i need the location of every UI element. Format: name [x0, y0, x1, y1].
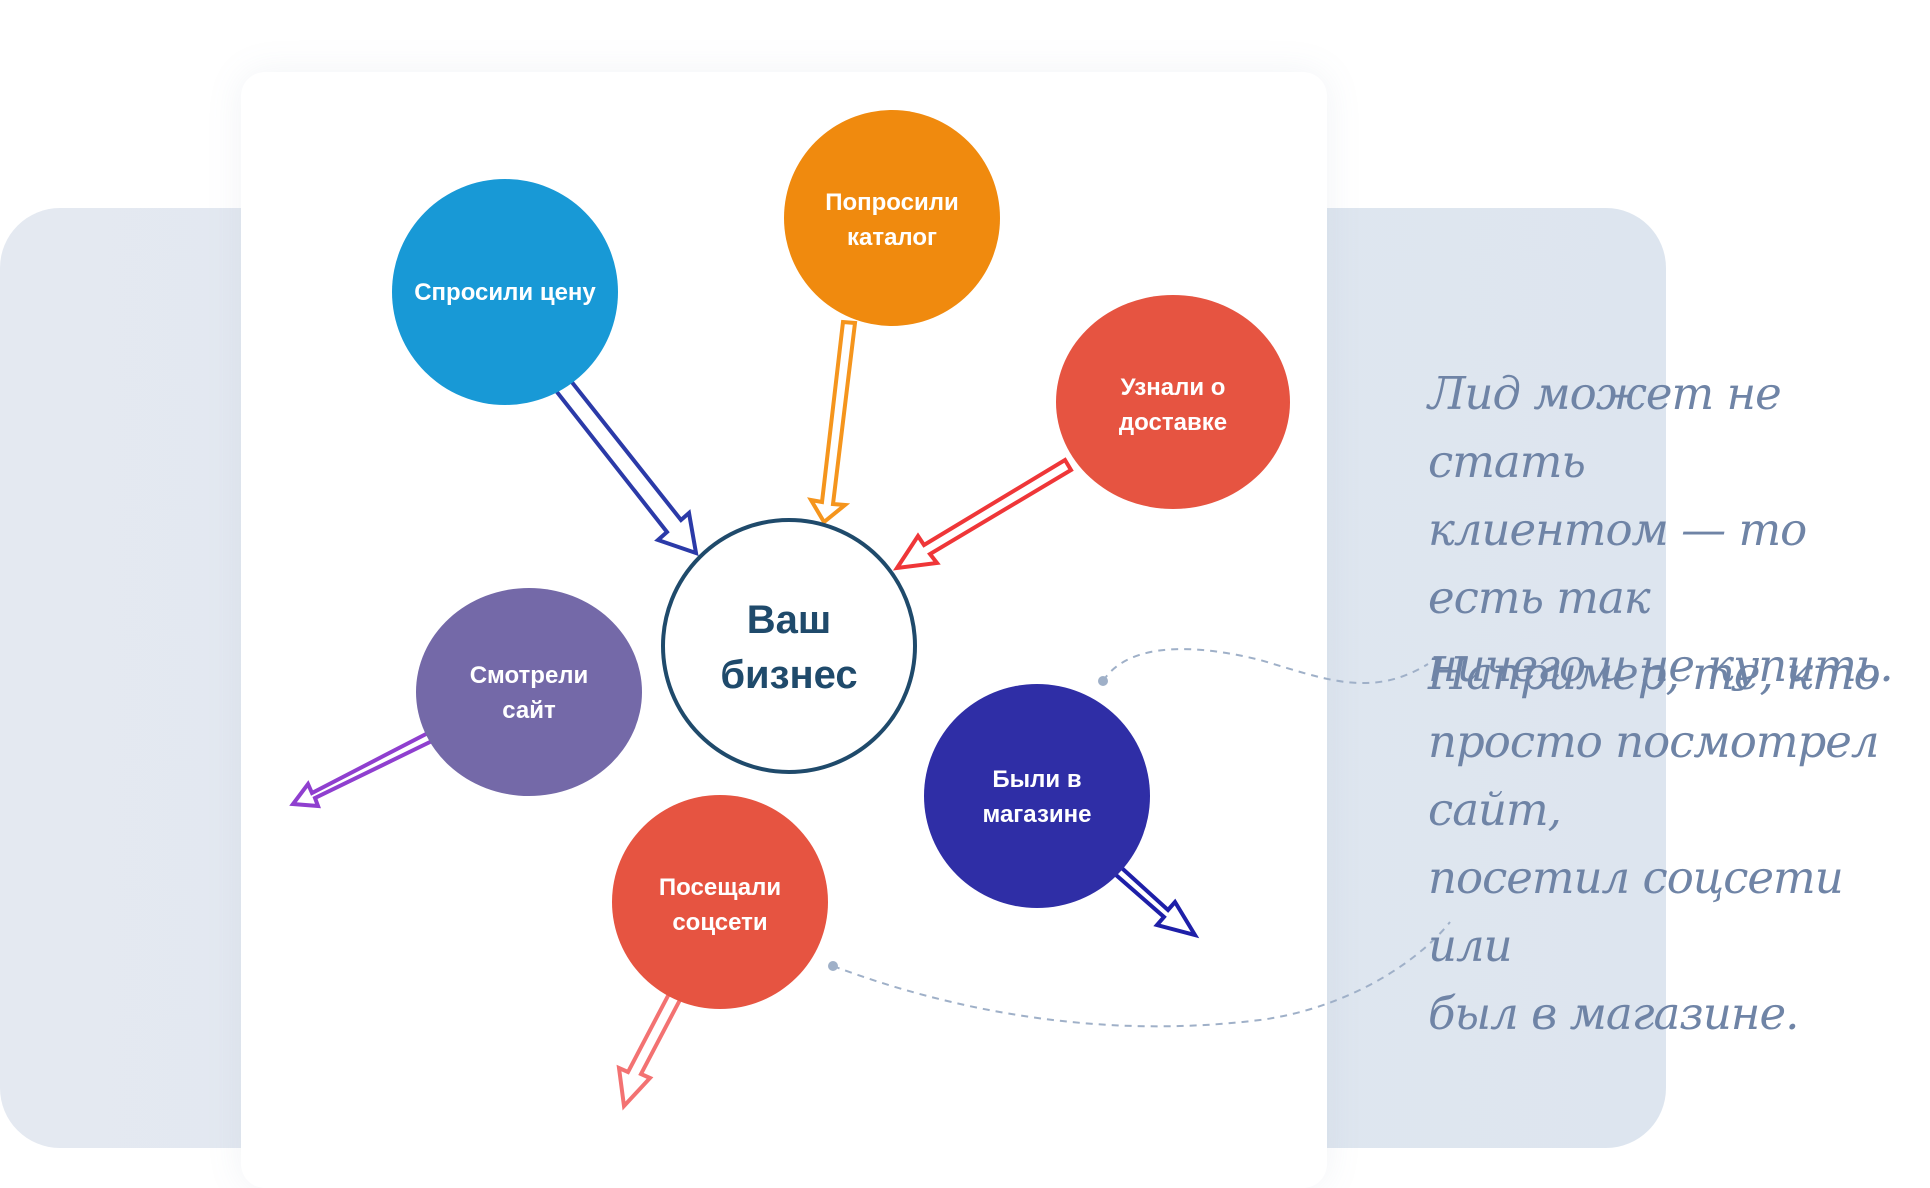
node-learned-delivery-line2: доставке — [1119, 409, 1227, 436]
node-asked-price-label: Спросили цену — [414, 279, 596, 306]
node-visited-social: Посещали соцсети — [612, 795, 828, 1009]
arrow-asked-price — [550, 373, 699, 556]
center-label-line2: бизнес — [720, 653, 857, 697]
node-visited-social-line1: Посещали — [659, 874, 781, 901]
node-viewed-site: Смотрели сайт — [416, 588, 642, 796]
arrow-were-in-store — [1105, 858, 1200, 939]
node-requested-catalog: Попросили каталог — [784, 110, 1000, 326]
node-were-in-store-line2: магазине — [983, 801, 1092, 828]
node-asked-price: Спросили цену — [392, 179, 618, 405]
note-example: Например, те, кто просто посмотрел сайт,… — [1428, 647, 1881, 1040]
note-lead-definition: Лид может не стать клиентом — то есть та… — [1428, 367, 1894, 692]
note-connectors — [828, 648, 1451, 1028]
arrow-visited-social — [616, 989, 685, 1111]
node-viewed-site-line2: сайт — [502, 697, 556, 724]
connector-to-store — [1102, 648, 1429, 684]
node-visited-social-line2: соцсети — [672, 909, 767, 936]
node-viewed-site-line1: Смотрели — [470, 662, 589, 689]
arrow-learned-delivery — [892, 457, 1074, 571]
node-learned-delivery-line1: Узнали о — [1121, 374, 1226, 401]
node-requested-catalog-line2: каталог — [847, 224, 937, 251]
connector-dot-social — [828, 961, 838, 971]
center-label-line1: Ваш — [747, 598, 831, 642]
node-requested-catalog-line1: Попросили — [825, 189, 959, 216]
connector-dot-store — [1098, 676, 1108, 686]
connector-to-social — [832, 921, 1451, 1028]
node-learned-delivery: Узнали о доставке — [1056, 295, 1290, 509]
node-were-in-store-line1: Были в — [992, 766, 1081, 793]
arrow-viewed-site — [289, 730, 435, 809]
center-node: Ваш бизнес — [661, 518, 917, 774]
arrow-requested-catalog — [807, 319, 858, 526]
node-were-in-store: Были в магазине — [924, 684, 1150, 908]
arrows — [289, 319, 1200, 1111]
